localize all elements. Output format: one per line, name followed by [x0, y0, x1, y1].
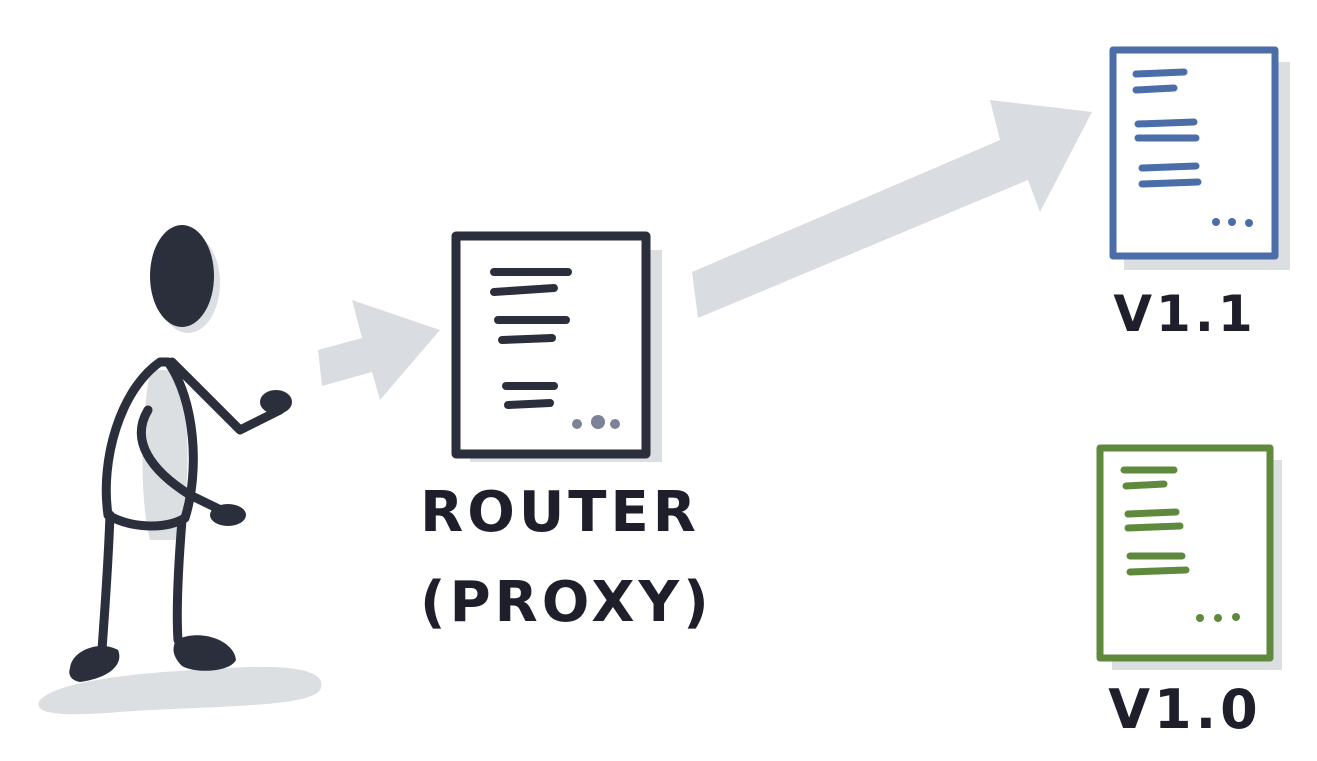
v10-text-line [1124, 522, 1184, 532]
person-foot-right [173, 635, 236, 671]
person-leg-right [172, 515, 187, 645]
v10-text-line [1126, 566, 1190, 576]
v11-text-line [1134, 118, 1198, 128]
v10-text-line [1122, 480, 1168, 490]
v11-document [1109, 46, 1290, 270]
v10-ellipsis-dot [1196, 614, 1204, 622]
v11-ellipsis-dot [1228, 218, 1236, 226]
arrow-router-to-v11 [692, 100, 1092, 318]
ground-shadow [38, 666, 322, 715]
router-text-line [498, 334, 556, 344]
person-arm-left [136, 405, 230, 517]
v10-document [1096, 444, 1282, 670]
router-frame [451, 231, 651, 459]
v11-text-line [1132, 84, 1178, 94]
v11-text-line [1138, 162, 1200, 172]
v11-text-line [1138, 178, 1202, 188]
v10-label: V1.0 [1108, 678, 1262, 741]
v11-text-line [1132, 68, 1188, 78]
v11-label: V1.1 [1113, 285, 1257, 343]
person-arm-right [167, 357, 285, 435]
v10-frame [1096, 444, 1274, 662]
person-leg-left [97, 510, 115, 655]
router-ellipsis-dot [610, 419, 620, 429]
person-figure [69, 225, 292, 682]
v11-ellipsis-dot [1212, 218, 1220, 226]
router-ellipsis-dot [591, 415, 605, 429]
router-text-line [490, 284, 558, 296]
router-document [451, 231, 662, 462]
router-text-line [504, 399, 554, 409]
person-torso [101, 357, 198, 531]
v10-text-line [1124, 508, 1180, 518]
v10-ellipsis-dot [1214, 614, 1222, 622]
router-label-line1: ROUTER [420, 480, 700, 545]
router-label-line2: (PROXY) [420, 570, 713, 635]
router-ellipsis-dot [572, 419, 582, 429]
arrow-person-to-router [318, 300, 440, 400]
person-foot-left [69, 646, 120, 682]
v11-ellipsis-dot [1245, 219, 1253, 227]
person-head [150, 225, 214, 327]
v10-ellipsis-dot [1232, 613, 1240, 621]
